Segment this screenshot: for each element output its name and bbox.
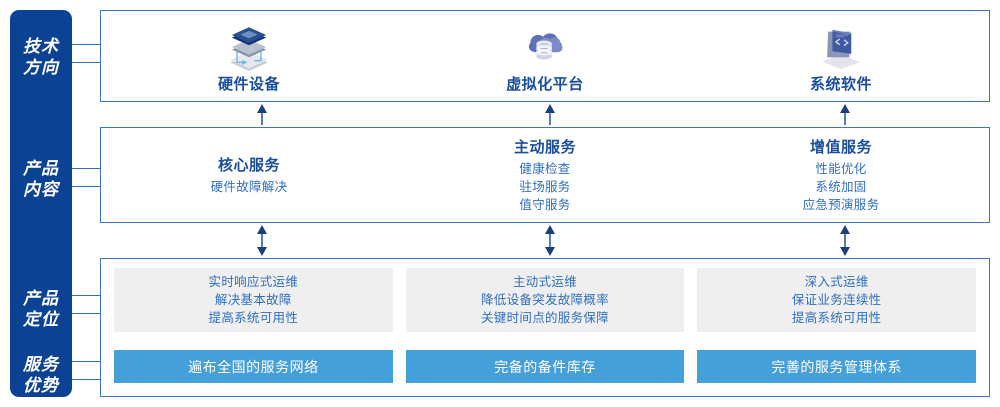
service-item: 值守服务 (519, 198, 571, 212)
connector-advantage-2 (72, 379, 101, 380)
position-card-line: 提高系统可用性 (208, 311, 299, 325)
service-column-valueadded[interactable]: 增值服务 性能优化 系统加固 应急预演服务 (693, 128, 989, 222)
rail-label-product-position-line1: 产品 (23, 289, 59, 308)
rail-label-product-content: 产品 内容 (10, 158, 72, 200)
position-card-proactive[interactable]: 主动式运维 降低设备突发故障概率 关键时间点的服务保障 (405, 268, 685, 332)
arrow-updown-valueadded (840, 225, 850, 256)
rail-label-tech-direction-line1: 技术 (23, 37, 59, 56)
rail-label-tech-direction: 技术 方向 (10, 36, 72, 78)
service-item: 系统加固 (815, 180, 867, 194)
product-content-box: 核心服务 硬件故障解决 主动服务 健康检查 驻场服务 值守服务 增值服务 性能优… (100, 127, 990, 223)
connector-position-1 (72, 295, 101, 296)
position-card-row: 实时响应式运维 解决基本故障 提高系统可用性 主动式运维 降低设备突发故障概率 … (114, 268, 977, 332)
position-card-line: 解决基本故障 (214, 293, 292, 307)
service-title-proactive: 主动服务 (513, 139, 576, 156)
tech-label-software: 系统软件 (809, 75, 872, 93)
service-title-core: 核心服务 (217, 157, 280, 174)
service-column-core[interactable]: 核心服务 硬件故障解决 (101, 128, 397, 222)
service-item: 硬件故障解决 (210, 180, 288, 194)
arrow-updown-proactive (545, 225, 555, 256)
position-card-line: 主动式运维 (513, 275, 578, 289)
connector-tech-1 (72, 44, 101, 45)
position-card-line: 提高系统可用性 (791, 311, 882, 325)
product-content-row: 核心服务 硬件故障解决 主动服务 健康检查 驻场服务 值守服务 增值服务 性能优… (101, 128, 989, 222)
position-card-line: 深入式运维 (804, 275, 869, 289)
rail-label-service-advantage-line1: 服务 (23, 355, 59, 374)
advantage-bar-row: 遍布全国的服务网络 完备的备件库存 完善的服务管理体系 (114, 350, 977, 383)
tech-column-hardware[interactable]: 硬件设备 (101, 11, 397, 101)
category-rail: 技术 方向 产品 内容 产品 定位 服务 优势 (10, 10, 72, 397)
arrow-up-software (840, 104, 850, 125)
arrow-updown-core (257, 225, 267, 256)
tech-direction-box: 硬件设备 (100, 10, 990, 102)
connector-advantage-1 (72, 361, 101, 362)
connector-content-1 (72, 168, 101, 169)
tech-direction-row: 硬件设备 (101, 11, 989, 101)
rail-label-product-position: 产品 定位 (10, 288, 72, 330)
service-item: 应急预演服务 (802, 198, 880, 212)
advantage-bar-inventory[interactable]: 完备的备件库存 (405, 350, 685, 383)
laptop-code-icon (822, 29, 860, 69)
advantage-bar-network[interactable]: 遍布全国的服务网络 (114, 350, 393, 383)
service-column-proactive[interactable]: 主动服务 健康检查 驻场服务 值守服务 (397, 128, 693, 222)
connector-tech-2 (72, 62, 101, 63)
service-title-valueadded: 增值服务 (809, 139, 872, 156)
rail-label-tech-direction-line2: 方向 (23, 58, 59, 77)
tech-label-hardware: 硬件设备 (217, 75, 280, 93)
rail-label-product-content-line2: 内容 (23, 180, 59, 199)
rail-label-product-content-line1: 产品 (23, 159, 59, 178)
product-position-advantage-box: 实时响应式运维 解决基本故障 提高系统可用性 主动式运维 降低设备突发故障概率 … (100, 258, 990, 397)
tech-label-virtualization: 虚拟化平台 (506, 75, 584, 93)
connector-content-2 (72, 186, 101, 187)
bottom-inner: 实时响应式运维 解决基本故障 提高系统可用性 主动式运维 降低设备突发故障概率 … (101, 259, 989, 396)
rail-label-product-position-line2: 定位 (23, 310, 59, 329)
rail-label-service-advantage-line2: 优势 (23, 376, 59, 395)
connector-position-2 (72, 313, 101, 314)
rail-label-service-advantage: 服务 优势 (10, 354, 72, 396)
arrow-up-virtualization (545, 104, 555, 125)
position-card-line: 关键时间点的服务保障 (481, 311, 610, 325)
position-card-indepth[interactable]: 深入式运维 保证业务连续性 提高系统可用性 (697, 268, 977, 332)
position-card-line: 降低设备突发故障概率 (481, 293, 610, 307)
advantage-bar-management[interactable]: 完善的服务管理体系 (697, 350, 977, 383)
tech-column-software[interactable]: 系统软件 (693, 11, 989, 101)
arrow-up-hardware (257, 104, 267, 125)
position-card-realtime[interactable]: 实时响应式运维 解决基本故障 提高系统可用性 (114, 268, 393, 332)
tech-column-virtualization[interactable]: 虚拟化平台 (397, 11, 693, 101)
cloud-database-icon (528, 32, 563, 60)
server-stack-icon (230, 26, 268, 71)
position-card-line: 保证业务连续性 (791, 293, 882, 307)
service-item: 健康检查 (519, 162, 571, 176)
service-item: 性能优化 (815, 162, 867, 176)
service-item: 驻场服务 (519, 180, 571, 194)
position-card-line: 实时响应式运维 (208, 275, 299, 289)
